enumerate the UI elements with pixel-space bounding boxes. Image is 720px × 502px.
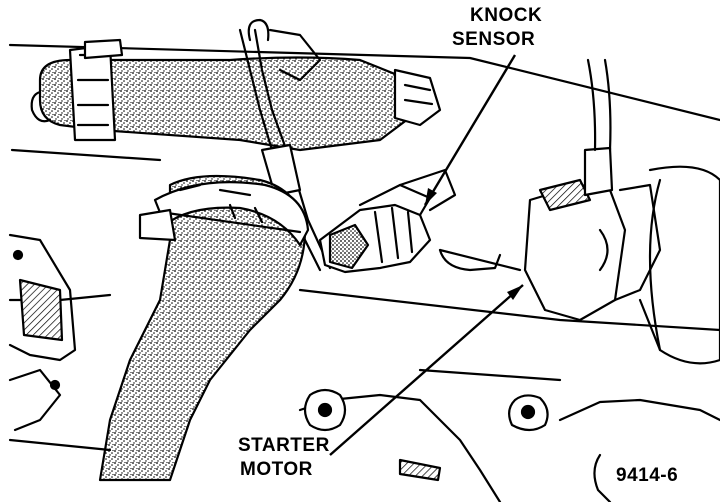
figure-number: 9414-6	[616, 465, 679, 486]
upper-hose	[30, 38, 442, 152]
knock-sensor-label-line2: SENSOR	[452, 29, 536, 50]
knock-sensor-label-line1: KNOCK	[470, 5, 543, 26]
starter-motor-part	[523, 58, 720, 365]
knock-sensor-part	[318, 168, 457, 274]
knock-sensor-leader	[423, 54, 517, 206]
starter-motor-label-line1: STARTER	[238, 435, 330, 456]
starter-motor-leader	[329, 284, 524, 456]
engine-lower-details	[8, 233, 612, 502]
starter-motor-label-line2: MOTOR	[240, 459, 313, 480]
lower-hose	[98, 174, 310, 482]
